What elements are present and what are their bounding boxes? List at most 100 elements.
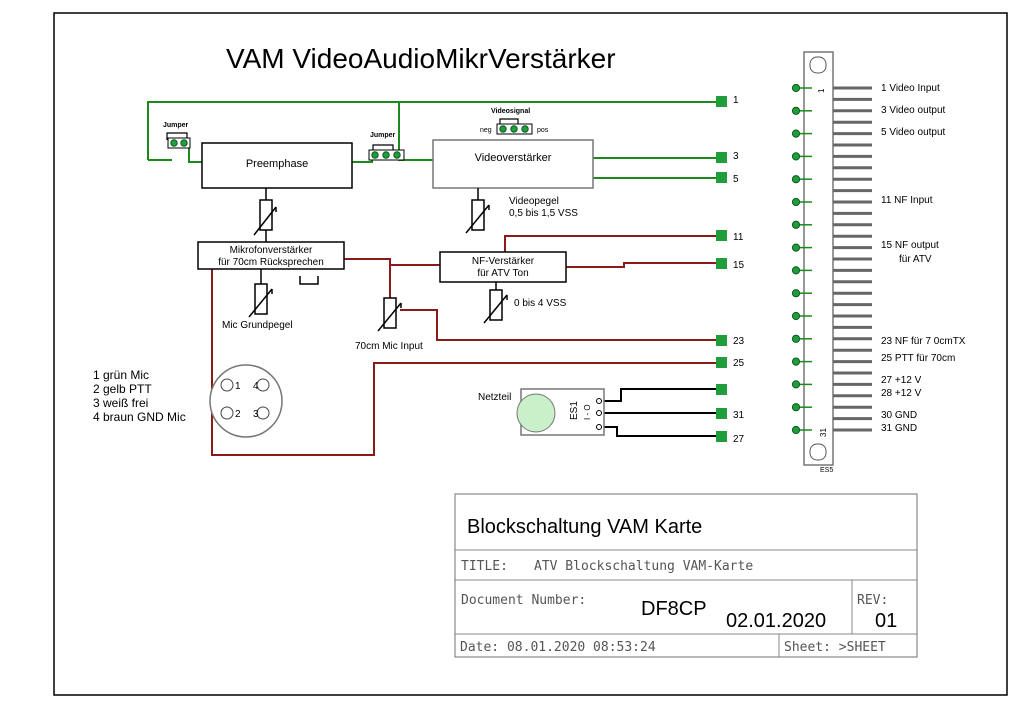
svg-text:2: 2 (235, 409, 241, 420)
svg-text:Jumper: Jumper (370, 132, 396, 139)
date-stamp: Date: 08.01.2020 08:53:24 (460, 640, 656, 655)
sheet-label: Sheet: >SHEET (784, 640, 886, 655)
connector-solder-pad (791, 106, 801, 115)
svg-text:3 Video output: 3 Video output (881, 105, 946, 116)
svg-text:30 GND: 30 GND (881, 410, 917, 421)
svg-text:ES5: ES5 (820, 467, 833, 474)
svg-text:5 Video output: 5 Video output (881, 127, 946, 138)
svg-text:31: 31 (733, 410, 745, 421)
svg-text:25: 25 (733, 358, 745, 369)
svg-text:Jumper: Jumper (163, 122, 189, 129)
svg-text:NF-Verstärker: NF-Verstärker (472, 256, 535, 267)
svg-text:1: 1 (235, 381, 241, 392)
videopegel-label: Videopegel (509, 196, 559, 207)
svg-text:23: 23 (733, 336, 745, 347)
sheet-border (53, 12, 1008, 696)
svg-text:27: 27 (733, 434, 745, 445)
svg-text:28 +12 V: 28 +12 V (881, 388, 922, 399)
connector-solder-pad (791, 380, 801, 389)
svg-text:11: 11 (733, 232, 744, 243)
title-block-heading: Blockschaltung VAM Karte (467, 516, 702, 538)
svg-text:3: 3 (733, 151, 739, 162)
svg-text:15 NF output: 15 NF output (881, 240, 939, 251)
svg-text:pos: pos (537, 127, 549, 134)
svg-text:2 gelb PTT: 2 gelb PTT (93, 382, 152, 396)
svg-text:3 weiß frei: 3 weiß frei (93, 396, 148, 410)
rev-value: 01 (875, 610, 897, 632)
connector-solder-pad (791, 220, 801, 229)
videopegel-range: 0,5 bis 1,5 VSS (509, 208, 578, 219)
connector-solder-pad (791, 403, 801, 412)
connector-solder-pad (791, 129, 801, 138)
connector-solder-pad (791, 197, 801, 207)
mikrofonverstaerker-block: Mikrofonverstärker für 70cm Rücksprechen (197, 241, 345, 270)
connector-solder-pad (791, 425, 801, 435)
jumper-middle: Jumper (368, 132, 405, 161)
pad-labels: 1 3 5 11 15 23 25 31 27 (733, 95, 745, 445)
mic-grundpegel-label: Mic Grundpegel (222, 320, 293, 331)
connector-solder-pad (791, 175, 801, 184)
document-number-value: DF8CP (641, 598, 707, 620)
svg-text:für ATV: für ATV (899, 254, 932, 265)
svg-text:31: 31 (819, 428, 828, 437)
power-wires (604, 388, 722, 437)
title-block: Blockschaltung VAM Karte TITLE: ATV Bloc… (454, 493, 918, 658)
svg-text:neg: neg (480, 127, 492, 134)
svg-text:Videoverstärker: Videoverstärker (475, 152, 552, 164)
svg-text:Preemphase: Preemphase (246, 158, 308, 170)
svg-text:4 braun GND Mic: 4 braun GND Mic (93, 410, 186, 424)
rev-label: REV: (857, 593, 888, 608)
nf-verstaerker-block: NF-Verstärker für ATV Ton (439, 251, 567, 283)
pot-mic-input (377, 297, 402, 332)
svg-text:31 GND: 31 GND (881, 423, 917, 434)
nf-level-label: 0 bis 4 VSS (514, 298, 567, 309)
svg-text:ES1: ES1 (569, 401, 580, 420)
connector-solder-pad (791, 311, 801, 321)
svg-text:4: 4 (253, 381, 259, 392)
edge-connector: 1 31 ES5 (791, 51, 872, 474)
title-label: TITLE: (461, 559, 508, 574)
jumper-left: Jumper (163, 122, 191, 149)
connector-solder-pad (791, 83, 801, 93)
connector-pin-labels: 1 Video Input 3 Video output 5 Video out… (881, 83, 966, 434)
svg-text:15: 15 (733, 260, 745, 271)
svg-text:27 +12 V: 27 +12 V (881, 375, 922, 386)
connector-solder-pad (791, 289, 801, 298)
pot-preemphase (253, 188, 277, 242)
mic-connector: 1 2 4 3 (209, 364, 283, 438)
pot-mic-grundpegel (248, 269, 273, 318)
pot-videopegel (465, 188, 490, 234)
pads (716, 96, 727, 442)
svg-text:I - O: I - O (583, 404, 592, 420)
svg-text:1 Video Input: 1 Video Input (881, 83, 940, 94)
svg-text:Mikrofonverstärker: Mikrofonverstärker (230, 245, 313, 256)
svg-text:1: 1 (817, 88, 826, 93)
svg-text:für 70cm Rücksprechen: für 70cm Rücksprechen (218, 257, 324, 268)
videosignal-jumper: Videosignal neg pos (480, 108, 549, 135)
svg-text:für ATV Ton: für ATV Ton (477, 268, 528, 279)
svg-text:25 PTT für 70cm: 25 PTT für 70cm (881, 353, 955, 364)
connector-solder-pad (791, 334, 801, 343)
svg-text:Videosignal: Videosignal (491, 108, 530, 115)
videoverstaerker-block: Videoverstärker (432, 139, 594, 189)
diagram-title: VAM VideoAudioMikrVerstärker (226, 43, 616, 74)
svg-text:5: 5 (733, 174, 739, 185)
svg-text:1: 1 (733, 95, 739, 106)
connector-solder-pad (791, 266, 801, 275)
mic-pinout-legend: 1 grün Mic 2 gelb PTT 3 weiß frei 4 brau… (93, 368, 186, 424)
voltage-regulator: Netzteil ES1 I - O (478, 388, 605, 436)
preemphase-block: Preemphase (201, 142, 353, 189)
svg-text:Netzteil: Netzteil (478, 392, 511, 403)
pot-nf (483, 282, 508, 324)
connector-solder-pad (791, 152, 801, 161)
title-value: ATV Blockschaltung VAM-Karte (534, 559, 753, 574)
svg-text:1 grün Mic: 1 grün Mic (93, 368, 149, 382)
document-number-label: Document Number: (461, 593, 586, 608)
document-date: 02.01.2020 (726, 610, 826, 632)
connector-solder-pad (791, 243, 801, 252)
svg-text:11 NF Input: 11 NF Input (881, 195, 933, 206)
svg-text:23 NF für 7 0cmTX: 23 NF für 7 0cmTX (881, 336, 966, 347)
mic-input-label: 70cm Mic Input (355, 341, 423, 352)
potentiometers (248, 188, 508, 332)
